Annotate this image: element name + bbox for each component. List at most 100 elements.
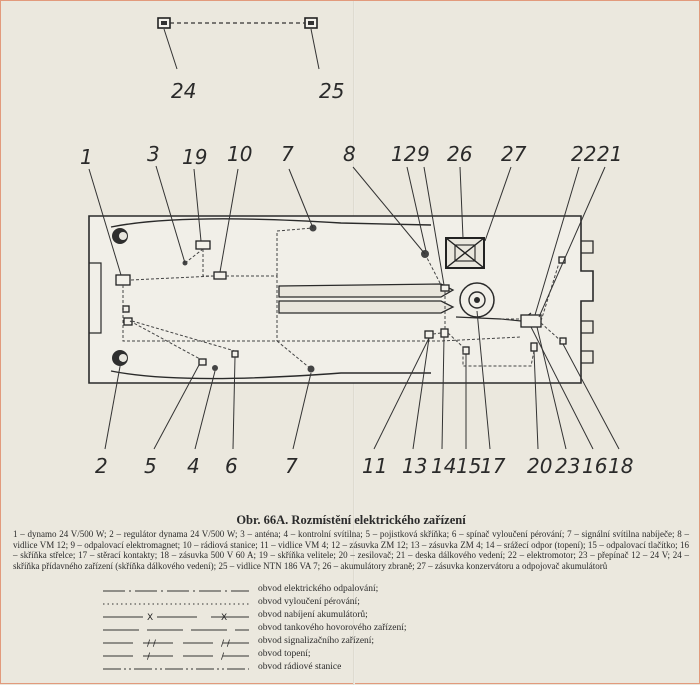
regulator-box-small [122,305,130,313]
line-sample: // [103,652,249,661]
radio-station-10 [213,271,227,280]
callout-1: 1 [80,145,93,169]
legend-item: 8 – vidlice VM 12; [13,529,690,550]
line-key-label: obvod vyloučení pérování; [258,597,360,607]
callout-4: 4 [187,454,200,478]
callout-14: 14 [431,454,456,478]
legend-item: 10 – rádiová stanice; [182,539,261,550]
callout-11: 11 [362,454,387,478]
headlight-upper-icon [112,228,128,244]
wiring-network [122,227,562,370]
line-key-label: obvod tankového hovorového zařízení; [258,623,407,633]
legend-item: 11 – vidlice VM 4; [260,539,332,550]
line-key-row: obvod elektrického odpalování; [101,583,521,596]
legend-item: 13 – zásuvka ZM 4; [410,539,486,550]
line-sample: / / / / [103,639,249,648]
callout-16: 16 [582,454,607,478]
callout-15: 15 [456,454,481,478]
switch-6 [231,350,239,358]
line-sample-marker: X [147,613,153,622]
plug-vm4-11 [424,330,434,339]
legend-item: 19 – skříňka velitele; [258,550,339,560]
line-key-row: / / / / obvod signalizačního zařízení; [101,635,521,648]
callout-18: 18 [608,454,633,478]
line-sample-marker: X [221,613,227,622]
amplifier-20 [530,342,538,352]
callout-8: 8 [343,142,356,166]
callout-13: 13 [402,454,427,478]
legend-item: 17 – stěrací kontakty; [78,550,161,560]
legend-item: 18 – zásuvka 500 V 60 A; [160,550,259,560]
headlight-lower-icon [112,350,128,366]
line-key-label: obvod nabíjení akumulátorů; [258,610,368,620]
callout-5: 5 [144,454,157,478]
legend-item: 4 – kontrolní svítilna; [283,529,366,539]
callout-10: 10 [227,142,252,166]
legend-item: 6 – spínač vyloučení pérování; [451,529,568,539]
callout-20: 20 [527,454,552,478]
line-key-row: //obvod topení; [101,648,521,661]
line-sample-marker: / / [147,639,157,648]
plug-25 [304,17,318,29]
hull-notches [581,240,594,364]
line-key-label: obvod topení; [258,649,311,659]
line-key-row: obvod tankového hovorového zařízení; [101,622,521,635]
callout-3: 3 [147,142,160,166]
legend-item: 16 – skříňka střelce; [13,539,689,561]
legend-item: 27 – zásuvka konzervátoru a odpojovač ak… [416,560,608,571]
wiring-diagram: 24 25 1 3 19 10 7 8 12 9 26 27 22 21 2 5… [80,17,633,478]
legend-item: 9 – odpalovací elektromagnet; [70,539,183,550]
callout-7-top: 7 [281,142,294,166]
leader-24 [163,28,178,70]
callout-2: 2 [95,454,108,478]
dynamo-1 [115,274,131,286]
socket-zm4-13 [440,328,449,338]
legend-item: 25 – vidlice NTN 186 VA 7; [218,560,323,571]
legend-item: 14 – srážecí odpor (topení); [485,539,588,550]
hull-outline [88,215,594,384]
callout-19: 19 [182,145,207,169]
battery-box-26 [445,237,485,269]
callout-22: 22 [571,142,596,166]
callout-27: 27 [501,142,527,166]
commander-box-19 [195,240,211,250]
leader-25 [310,28,320,70]
line-key-row: obvod vyloučení pérování; [101,596,521,609]
line-key-label: obvod elektrického odpalování; [258,584,379,594]
control-lamp-4 [212,365,218,371]
remote-plate-21 [558,256,566,264]
legend-item: 1 – dynamo 24 V/500 W; [13,529,110,539]
legend-item: 3 – anténa; [240,529,284,539]
line-sample-marker: / [147,652,151,661]
legend-item: 21 – deska dálkového vedení; [396,550,508,560]
legend-item: 24 – skříňka přídavného zařízení (skříňk… [13,550,689,571]
figure-caption: Obr. 66A. Rozmístění elektrického zaříze… [236,513,466,527]
legend-item: 2 – regulátor dynama 24 V/500 W; [109,529,241,539]
line-key-label: obvod rádiové stanice [258,662,342,672]
line-sample-marker: / / [221,639,231,648]
line-sample [103,668,249,670]
gunner-box-16 [520,314,542,328]
front-upper-curve [110,218,432,228]
remote-box-24 [157,17,171,29]
line-type-keys: obvod elektrického odpalování; obvod vylo… [101,583,521,674]
line-key-row: obvod rádiové stanice [101,661,521,674]
fuse-box-5 [198,358,207,366]
legend-item: 12 – zásuvka ZM 12; [331,539,411,550]
callout-23: 23 [555,454,580,478]
line-sample [103,629,249,631]
line-sample-marker: / [221,652,225,661]
callout-26: 26 [447,142,472,166]
legend-item: 20 – zesilovač; [338,550,397,560]
legend-item: 22 – elektromotor; [507,550,579,560]
legend-item: 7 – signální svítilna nabíječe; [567,529,678,539]
callout-9: 9 [417,142,430,166]
legend-item: 23 – přepínač 12 – 24 V; [578,550,673,560]
callout-21: 21 [597,142,622,166]
gun-barrel [278,283,455,314]
line-key-label: obvod signalizačního zařízení; [258,636,375,646]
callout-7-bottom: 7 [285,454,298,478]
